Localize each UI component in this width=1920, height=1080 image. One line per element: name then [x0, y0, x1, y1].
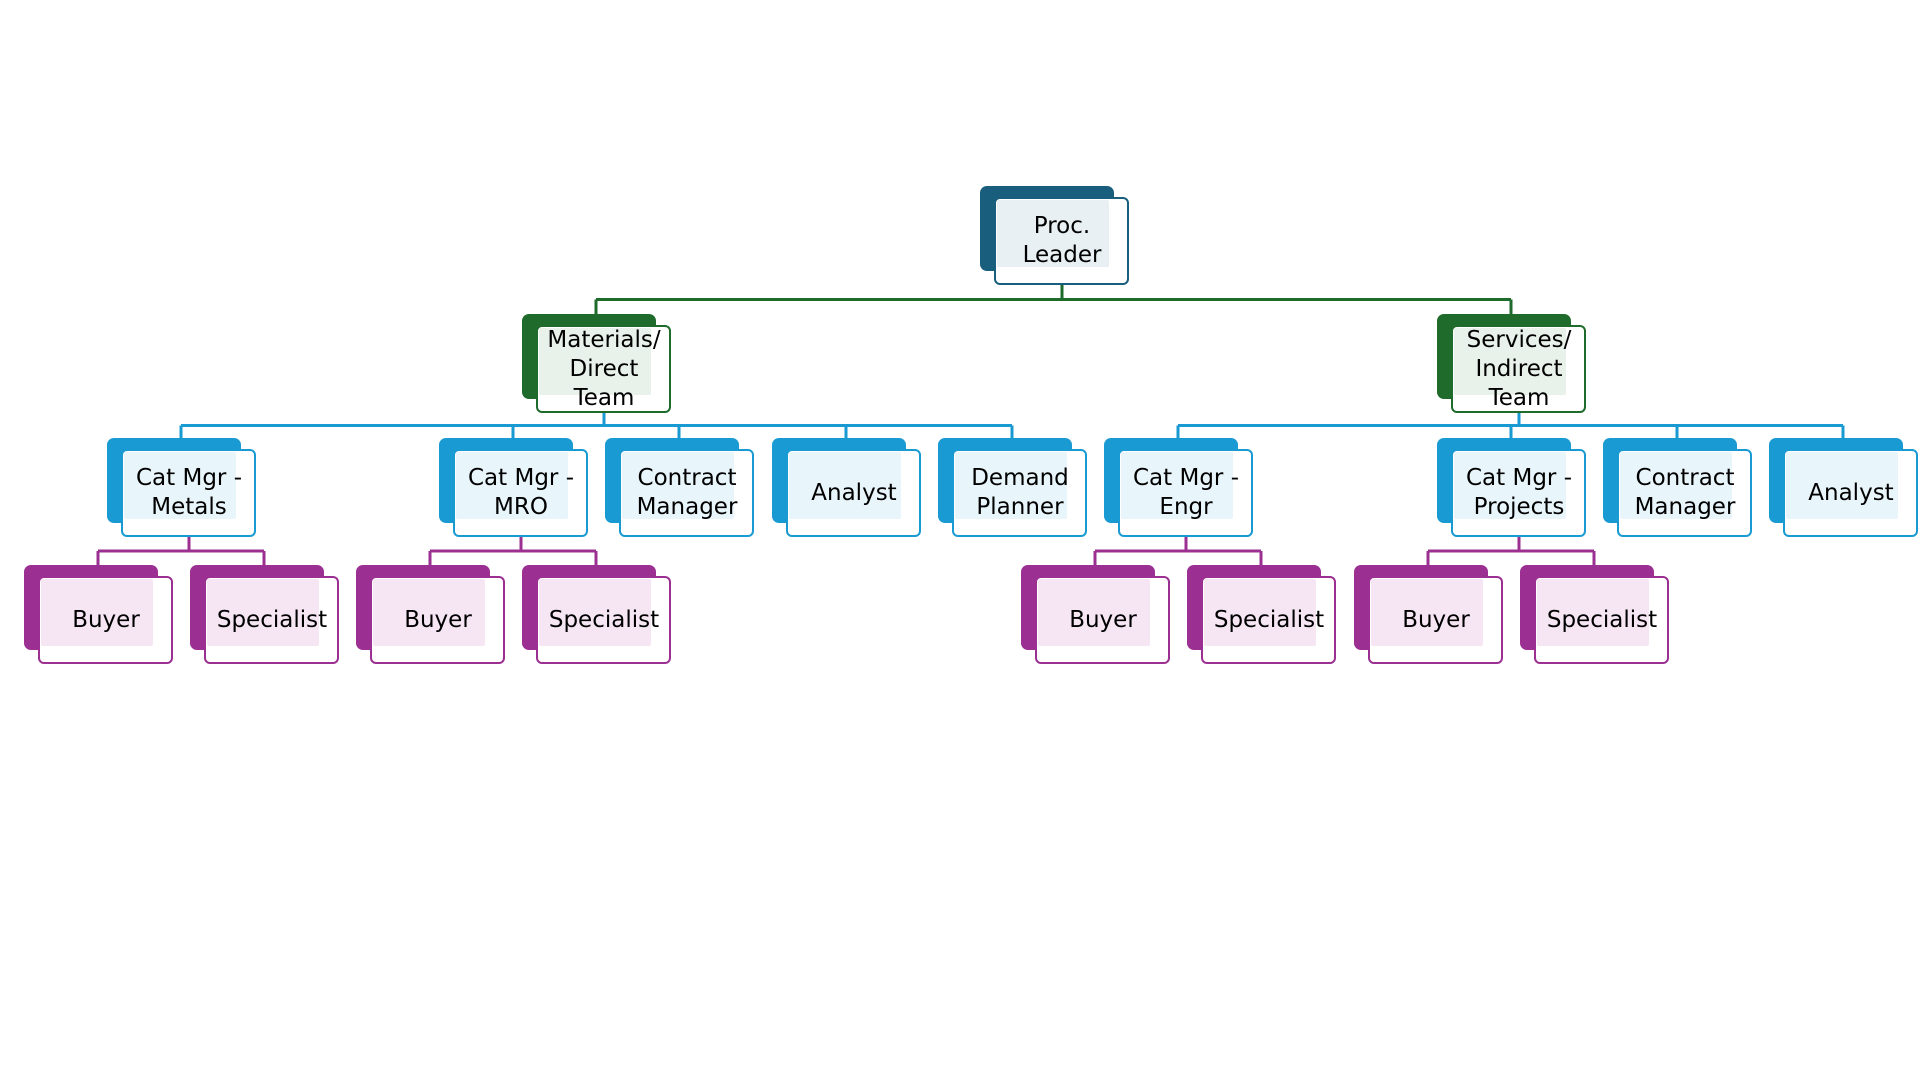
node-label: Cat Mgr - Projects: [1466, 465, 1572, 520]
node-card: [952, 449, 1087, 537]
node-card: [1451, 449, 1586, 537]
node-card: [1783, 449, 1918, 537]
node-cat-mgr-projects: Cat Mgr - Projects: [1437, 438, 1586, 537]
node-services-indirect-team: Services/ Indirect Team: [1437, 314, 1586, 413]
node-card: [994, 197, 1129, 285]
node-specialist-mro: Specialist: [522, 565, 671, 664]
node-label: Specialist: [1213, 606, 1325, 633]
node-card: [1035, 576, 1170, 664]
node-card: [38, 576, 173, 664]
node-contract-manager-indirect: Contract Manager: [1603, 438, 1752, 537]
node-card: [453, 449, 588, 537]
node-specialist-projects: Specialist: [1520, 565, 1669, 664]
node-label: Buyer: [72, 606, 140, 633]
node-contract-manager-direct: Contract Manager: [605, 438, 754, 537]
node-card-fill: [41, 579, 153, 646]
node-card: [204, 576, 339, 664]
node-label: Materials/ Direct Team: [547, 326, 661, 411]
node-card: [1118, 449, 1253, 537]
node-card-fill: [207, 579, 319, 646]
node-label: Specialist: [548, 606, 660, 633]
node-analyst-direct: Analyst: [772, 438, 921, 537]
node-label: Cat Mgr - MRO: [468, 465, 574, 520]
node-proc-leader: Proc. Leader: [980, 186, 1129, 285]
node-card-fill: [539, 328, 651, 395]
node-materials-direct-team: Materials/ Direct Team: [522, 314, 671, 413]
node-label: Demand Planner: [971, 465, 1069, 520]
node-card-fill: [373, 579, 485, 646]
node-card-fill: [789, 452, 901, 519]
node-card: [536, 576, 671, 664]
node-card: [1201, 576, 1336, 664]
node-card-fill: [124, 452, 236, 519]
node-buyer-projects: Buyer: [1354, 565, 1503, 664]
node-label: Specialist: [1546, 606, 1658, 633]
node-cat-mgr-engr: Cat Mgr - Engr: [1104, 438, 1253, 537]
node-card-fill: [1454, 328, 1566, 395]
node-label: Buyer: [404, 606, 472, 633]
node-card: [121, 449, 256, 537]
node-card-fill: [1204, 579, 1316, 646]
node-label: Proc. Leader: [1022, 213, 1102, 268]
node-label: Analyst: [1808, 479, 1894, 506]
node-buyer-metals: Buyer: [24, 565, 173, 664]
node-card: [370, 576, 505, 664]
node-card: [536, 325, 671, 413]
node-card-fill: [997, 200, 1109, 267]
node-label: Contract Manager: [636, 465, 738, 520]
node-card-fill: [1371, 579, 1483, 646]
node-cat-mgr-mro: Cat Mgr - MRO: [439, 438, 588, 537]
node-card: [1368, 576, 1503, 664]
node-label: Buyer: [1069, 606, 1137, 633]
node-card-fill: [456, 452, 568, 519]
node-card-fill: [1537, 579, 1649, 646]
node-card: [1534, 576, 1669, 664]
node-buyer-mro: Buyer: [356, 565, 505, 664]
node-label: Cat Mgr - Engr: [1133, 465, 1239, 520]
node-card-fill: [539, 579, 651, 646]
node-card-fill: [1786, 452, 1898, 519]
node-cat-mgr-metals: Cat Mgr - Metals: [107, 438, 256, 537]
node-card-fill: [955, 452, 1067, 519]
node-specialist-metals: Specialist: [190, 565, 339, 664]
node-label: Specialist: [216, 606, 328, 633]
node-card-fill: [622, 452, 734, 519]
node-card-fill: [1121, 452, 1233, 519]
node-buyer-engr: Buyer: [1021, 565, 1170, 664]
node-card: [1617, 449, 1752, 537]
node-label: Contract Manager: [1634, 465, 1736, 520]
node-card: [786, 449, 921, 537]
node-label: Services/ Indirect Team: [1466, 326, 1572, 411]
node-specialist-engr: Specialist: [1187, 565, 1336, 664]
node-card-fill: [1620, 452, 1732, 519]
node-card: [1451, 325, 1586, 413]
node-label: Cat Mgr - Metals: [136, 465, 242, 520]
node-demand-planner: Demand Planner: [938, 438, 1087, 537]
node-label: Buyer: [1402, 606, 1470, 633]
node-card-fill: [1454, 452, 1566, 519]
node-card: [619, 449, 754, 537]
node-card-fill: [1038, 579, 1150, 646]
node-analyst-indirect: Analyst: [1769, 438, 1918, 537]
node-label: Analyst: [811, 479, 897, 506]
